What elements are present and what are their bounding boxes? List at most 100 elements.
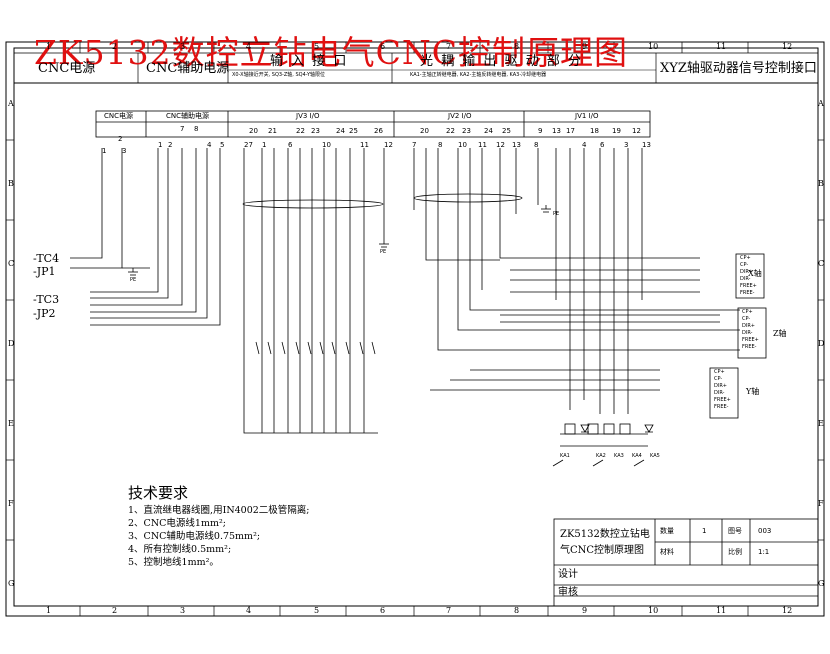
- row-letter-right: A: [818, 99, 824, 108]
- column-number-top: 3: [180, 42, 186, 51]
- column-number-top: 11: [716, 42, 727, 51]
- axis-label-z: Z轴: [773, 329, 787, 338]
- axis-driver-pin: FREE-: [740, 290, 755, 296]
- connector-pin: 23: [311, 127, 320, 135]
- axis-driver-pin: DIR+: [740, 269, 753, 275]
- column-number-bottom: 4: [246, 606, 252, 615]
- tech-requirement-item: 2、CNC电源线1mm²;: [128, 518, 226, 529]
- column-number-top: 7: [446, 42, 452, 51]
- column-number-bottom: 3: [180, 606, 186, 615]
- connector-pin: 12: [632, 127, 641, 135]
- connector-pin: 20: [420, 127, 429, 135]
- column-number-bottom: 2: [112, 606, 118, 615]
- connector-pin: 11: [360, 141, 369, 149]
- connector-pin: 8: [534, 141, 539, 149]
- column-number-top: 9: [582, 42, 588, 51]
- connector-pin: 4: [582, 141, 587, 149]
- column-number-top: 1: [46, 42, 52, 51]
- label-tc4: -TC4: [33, 252, 60, 265]
- relay-label: KA5: [650, 453, 660, 459]
- label-jp2: -JP2: [33, 307, 56, 320]
- connector-pin: 23: [462, 127, 471, 135]
- connector-pin: 8: [194, 125, 199, 133]
- relay-label: KA3: [614, 453, 624, 459]
- connector-pin: 13: [642, 141, 651, 149]
- connector-pin: 8: [438, 141, 443, 149]
- connector-pin: 4: [207, 141, 212, 149]
- relay-label: KA1: [560, 453, 570, 459]
- label-jp1: -JP1: [33, 265, 56, 278]
- title-block-scale-label: 比例: [728, 548, 742, 556]
- row-letter-left: A: [8, 99, 14, 108]
- row-letter-right: F: [818, 499, 824, 508]
- column-number-top: 10: [648, 42, 659, 51]
- connector-pin: 12: [384, 141, 393, 149]
- relay-label: KA4: [632, 453, 642, 459]
- connector-pin: 3: [122, 147, 127, 155]
- axis-driver-pin: DIR-: [740, 276, 751, 282]
- column-number-top: 8: [514, 42, 520, 51]
- axis-driver-pin: CP+: [742, 309, 753, 315]
- axis-driver-pin: DIR+: [714, 383, 727, 389]
- connector-label-jv3: JV3 I/O: [296, 112, 320, 120]
- column-number-bottom: 12: [782, 606, 793, 615]
- axis-driver-pin: FREE+: [714, 397, 731, 403]
- column-number-bottom: 1: [46, 606, 52, 615]
- relay-contact: [319, 341, 324, 355]
- header-input-interface: 输 入 接 口: [270, 54, 349, 69]
- header-xyz-drive-interface: XYZ轴驱动器信号控制接口: [660, 61, 817, 76]
- column-number-bottom: 8: [514, 606, 520, 615]
- connector-pin: 24: [336, 127, 345, 135]
- connector-pin: 19: [612, 127, 621, 135]
- row-letter-left: G: [8, 579, 15, 588]
- connector-pin: 22: [446, 127, 455, 135]
- connector-pin: 27: [244, 141, 253, 149]
- row-letter-right: D: [818, 339, 825, 348]
- title-block-name-line1: ZK5132数控立钻电: [560, 529, 650, 540]
- axis-driver-pin: FREE-: [714, 404, 729, 410]
- axis-driver-pin: CP+: [740, 255, 751, 261]
- title-block-review-label: 审核: [558, 587, 578, 598]
- axis-driver-pin: CP+: [714, 369, 725, 375]
- connector-pin: 9: [538, 127, 543, 135]
- title-block-material-label: 材料: [660, 548, 674, 556]
- axis-driver-pin: FREE+: [740, 283, 757, 289]
- connector-pin: 1: [158, 141, 163, 149]
- column-number-bottom: 5: [314, 606, 320, 615]
- connector-pin: 13: [512, 141, 521, 149]
- relay-contact: [359, 341, 364, 355]
- relay-contact: [295, 341, 300, 355]
- ground-label: PE: [380, 249, 387, 255]
- connector-pin: 22: [296, 127, 305, 135]
- column-number-bottom: 9: [582, 606, 588, 615]
- column-number-bottom: 11: [716, 606, 727, 615]
- relay-contact: [307, 341, 312, 355]
- header-optocoupler-output: 光 耦 输 出 驱 动 部 分: [420, 54, 583, 69]
- connector-pin: 24: [484, 127, 493, 135]
- row-letter-right: E: [818, 419, 824, 428]
- relay-contact: [267, 341, 272, 355]
- connector-pin: 11: [478, 141, 487, 149]
- row-letter-right: G: [818, 579, 825, 588]
- ground-label: PE: [130, 277, 137, 283]
- header-subnote-outputs: KA1-主轴正转继电器, KA2-主轴反转继电器, KA3-冷却继电器: [410, 72, 547, 78]
- axis-driver-pin: CP-: [742, 316, 751, 322]
- connector-pin: 10: [322, 141, 331, 149]
- connector-label-jv2: JV2 I/O: [448, 112, 472, 120]
- header-cnc-power: CNC电源: [38, 61, 96, 76]
- connector-pin: 5: [220, 141, 225, 149]
- relay-contact: [371, 341, 376, 355]
- ground-label: PE: [553, 211, 560, 217]
- label-tc3: -TC3: [33, 293, 60, 306]
- row-letter-left: E: [8, 419, 14, 428]
- row-letter-right: C: [818, 259, 825, 268]
- axis-driver-pin: CP-: [714, 376, 723, 382]
- connector-pin: 7: [412, 141, 417, 149]
- title-block-drawing-no-value: 003: [758, 527, 772, 535]
- connector-pin: 1: [102, 147, 107, 155]
- title-block-drawing-no-label: 图号: [728, 527, 742, 535]
- title-block-qty-label: 数量: [660, 527, 674, 535]
- connector-pin: 25: [502, 127, 511, 135]
- tech-requirements-heading: 技术要求: [128, 484, 189, 502]
